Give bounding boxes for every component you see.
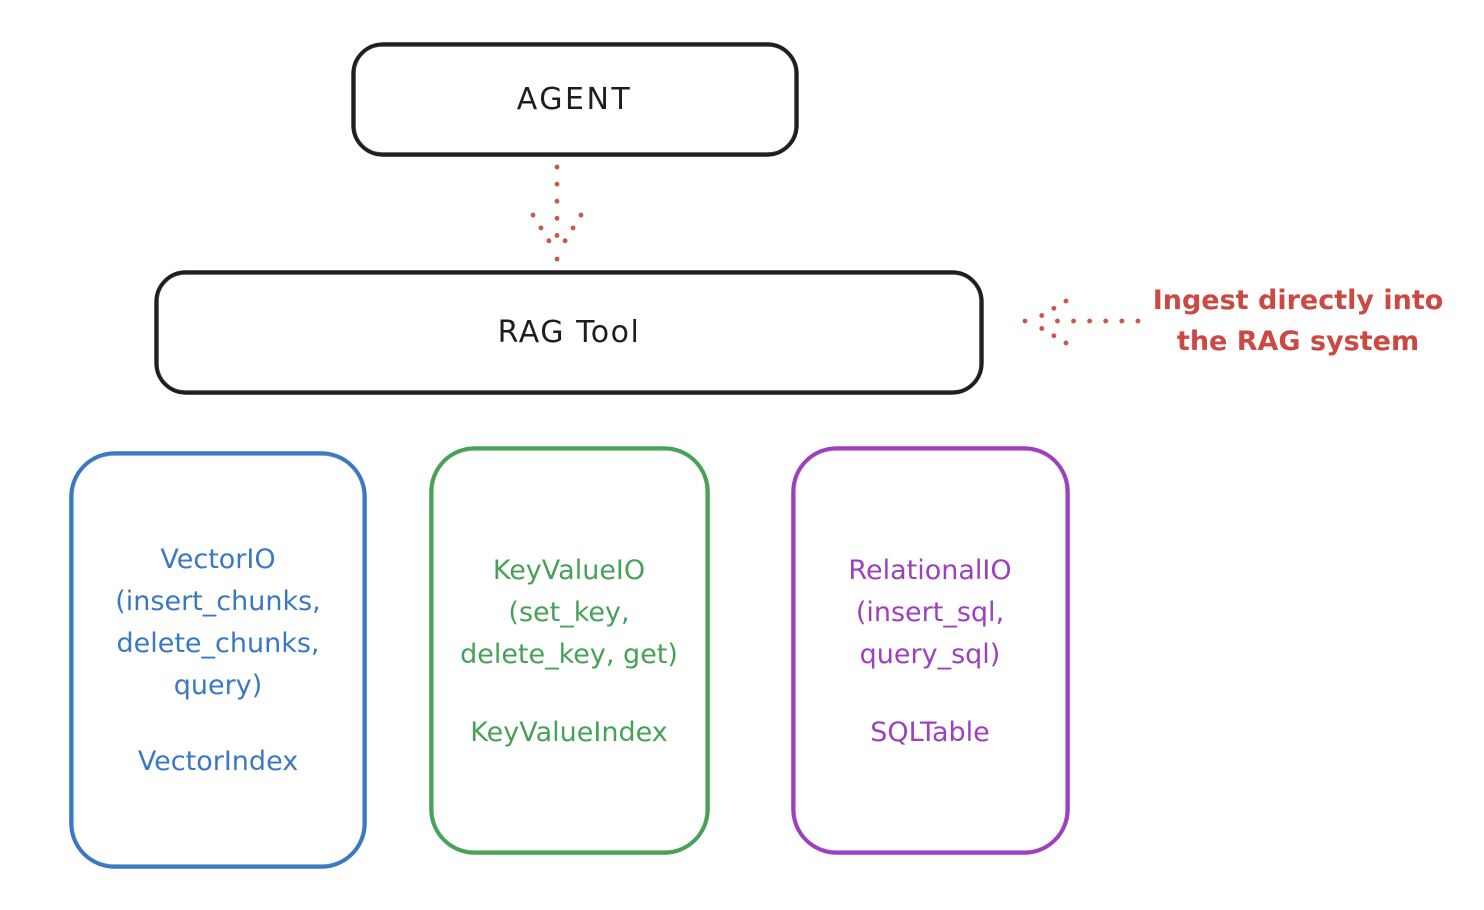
keyvalueindex-label: KeyValueIndex xyxy=(470,717,668,748)
agent-node-box xyxy=(351,42,799,157)
ingest-annotation-line-1: Ingest directly into xyxy=(1152,285,1444,316)
relationalio-function-text: RelationalIO (insert_sql, query_sql) xyxy=(848,550,1011,676)
agent-node-label: AGENT xyxy=(516,81,633,117)
sqltable-label: SQLTable xyxy=(870,717,990,748)
vectorio-box xyxy=(69,451,367,869)
keyvalueio-line: (set_key, xyxy=(508,597,630,628)
vectorio-line: delete_chunks, xyxy=(116,628,320,659)
arrow-agent-to-ragtool xyxy=(530,164,584,262)
relationalio-line: query_sql) xyxy=(859,639,1001,670)
relationalio-line: RelationalIO xyxy=(848,555,1012,586)
keyvalueio-function-text: KeyValueIO (set_key, delete_key, get) xyxy=(460,550,678,676)
vectorio-line: query) xyxy=(173,670,263,701)
keyvalueio-line: delete_key, get) xyxy=(460,639,678,670)
vectorindex-label: VectorIndex xyxy=(137,746,299,777)
keyvalueio-box xyxy=(429,446,710,855)
relationalio-box xyxy=(791,446,1070,855)
vectorio-line: VectorIO xyxy=(160,544,276,575)
keyvalueio-line: KeyValueIO xyxy=(492,555,646,586)
vectorio-line: (insert_chunks, xyxy=(115,586,321,617)
vectorio-function-text: VectorIO (insert_chunks, delete_chunks, … xyxy=(115,539,320,707)
rag-tool-node-label: RAG Tool xyxy=(497,314,641,350)
annotation-arrow xyxy=(1022,298,1141,346)
rag-tool-node-box xyxy=(154,270,984,395)
ingest-annotation-line-2: the RAG system xyxy=(1176,326,1420,357)
ingest-annotation: Ingest directly into the RAG system xyxy=(1153,280,1444,362)
relationalio-line: (insert_sql, xyxy=(855,597,1005,628)
